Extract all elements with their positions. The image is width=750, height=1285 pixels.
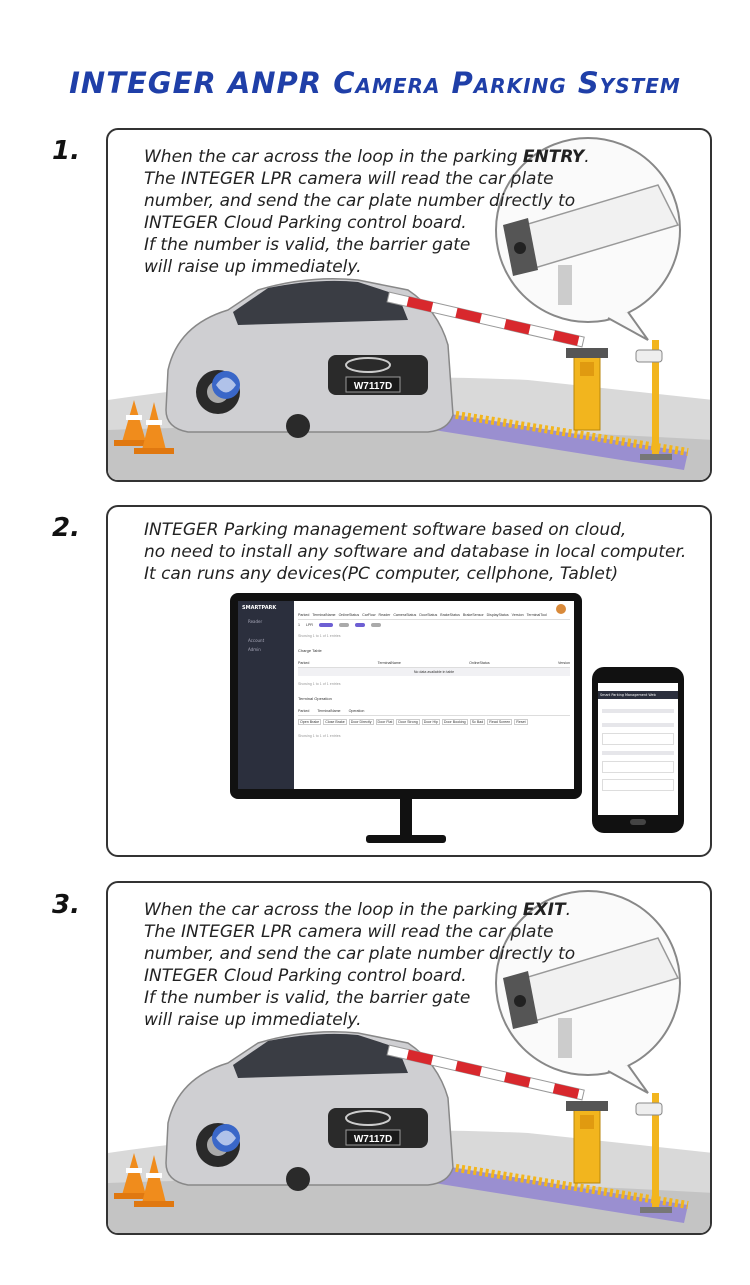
step-1-description: When the car across the loop in the park…	[144, 146, 590, 278]
page-title: INTEGER ANPR Camera Parking System	[69, 66, 681, 100]
exit-scene-illustration: W7117D	[108, 890, 710, 1233]
step-2-description: INTEGER Parking management software base…	[144, 519, 686, 585]
status-badge	[371, 623, 381, 627]
operation-button[interactable]: Door Strong	[396, 719, 420, 725]
text-line: will raise up immediately.	[144, 1010, 362, 1030]
operation-button[interactable]: Door Flat	[375, 719, 395, 725]
sidebar-item-account[interactable]: Account	[248, 638, 265, 643]
sidebar-item-reader[interactable]: Reader	[248, 619, 263, 624]
camera-pole-icon	[635, 1093, 672, 1213]
camera-pole-icon	[635, 340, 672, 460]
status-badge	[339, 623, 349, 627]
text-line: no need to install any software and data…	[144, 542, 687, 562]
text-line: will raise up immediately.	[144, 257, 362, 277]
section-title: Charge Table	[298, 648, 322, 653]
text-line: It can runs any devices(PC computer, cel…	[144, 564, 619, 584]
app-sidebar: SMARTPARK Reader Account Admin	[238, 601, 294, 789]
operation-buttons: Open Brake Close Brake Door Directly Doo…	[298, 716, 570, 728]
operation-button[interactable]: Door Directly	[348, 719, 374, 725]
avatar[interactable]	[556, 604, 566, 614]
phone-header: Smart Parking Management Web	[598, 691, 678, 699]
step-number-3: 3.	[52, 890, 80, 920]
text-line: When the car across the loop in the park…	[144, 900, 571, 920]
step-panel-exit: W7117D	[106, 881, 712, 1235]
text-line: If the number is valid, the barrier gate	[144, 235, 471, 255]
empty-table-message: No data available in table	[298, 668, 570, 676]
section-title: Terminal Operation	[298, 696, 332, 701]
lpr-camera-icon	[503, 937, 680, 1058]
step-number-1: 1.	[52, 136, 80, 166]
camera-zoom-bubble	[495, 890, 681, 1094]
loop-detector	[434, 1165, 688, 1223]
step-panel-entry: W7117D	[106, 128, 712, 482]
camera-zoom-bubble	[495, 137, 681, 341]
monitor-stand	[400, 799, 412, 837]
step-3-description: When the car across the loop in the park…	[144, 899, 575, 1031]
barrier-arm	[386, 291, 585, 348]
barrier-arm	[386, 1044, 585, 1101]
text-line: If the number is valid, the barrier gate	[144, 988, 471, 1008]
loop-detector	[434, 412, 688, 470]
text-line: The INTEGER LPR camera will read the car…	[144, 169, 554, 189]
text-line: INTEGER Cloud Parking control board.	[144, 966, 467, 986]
showing-entries: Showing 1 to 1 of 1 entries	[298, 682, 341, 686]
phone-screen: Smart Parking Management Web	[598, 683, 678, 815]
traffic-cone-icon	[114, 400, 174, 454]
home-button[interactable]	[630, 819, 646, 825]
text-line: INTEGER Cloud Parking control board.	[144, 213, 467, 233]
step-number-2: 2.	[52, 513, 80, 543]
license-plate: W7117D	[354, 381, 392, 392]
car-illustration: W7117D	[165, 1031, 454, 1191]
app-brand: SMARTPARK	[242, 605, 277, 611]
traffic-cone-icon	[114, 1153, 174, 1207]
barrier-gate-icon	[566, 348, 608, 431]
smartphone: Smart Parking Management Web	[592, 667, 684, 833]
text-line: number, and send the car plate number di…	[144, 944, 576, 964]
license-plate: W7117D	[354, 1134, 392, 1145]
operation-button[interactable]: Sc Bad	[469, 719, 486, 725]
close-brake-button[interactable]: Close Brake	[323, 719, 347, 725]
step-panel-software: INTEGER Parking management software base…	[106, 505, 712, 857]
car-illustration: W7117D	[165, 278, 454, 438]
lpr-camera-icon	[503, 184, 680, 305]
reset-button[interactable]: Reset	[514, 719, 528, 725]
text-line: INTEGER Parking management software base…	[144, 520, 627, 540]
showing-entries: Showing 1 to 1 of 1 entries	[298, 634, 341, 638]
operation-button[interactable]: Door Booking	[441, 719, 468, 725]
operation-button[interactable]: Door Hip	[421, 719, 440, 725]
text-line: number, and send the car plate number di…	[144, 191, 576, 211]
loop-stripes	[437, 408, 689, 456]
open-brake-button[interactable]: Open Brake	[298, 719, 322, 725]
text-line: The INTEGER LPR camera will read the car…	[144, 922, 554, 942]
monitor-base	[366, 835, 446, 843]
entry-scene-illustration: W7117D	[108, 137, 710, 480]
text-line: When the car across the loop in the park…	[144, 147, 590, 167]
sidebar-item-admin[interactable]: Admin	[248, 647, 261, 652]
showing-entries: Showing 1 to 1 of 1 entries	[298, 734, 341, 738]
status-badge	[355, 623, 365, 627]
loop-stripes	[437, 1161, 689, 1209]
status-badge	[319, 623, 333, 627]
operation-button[interactable]: Read Screen	[487, 719, 513, 725]
barrier-gate-icon	[566, 1101, 608, 1184]
